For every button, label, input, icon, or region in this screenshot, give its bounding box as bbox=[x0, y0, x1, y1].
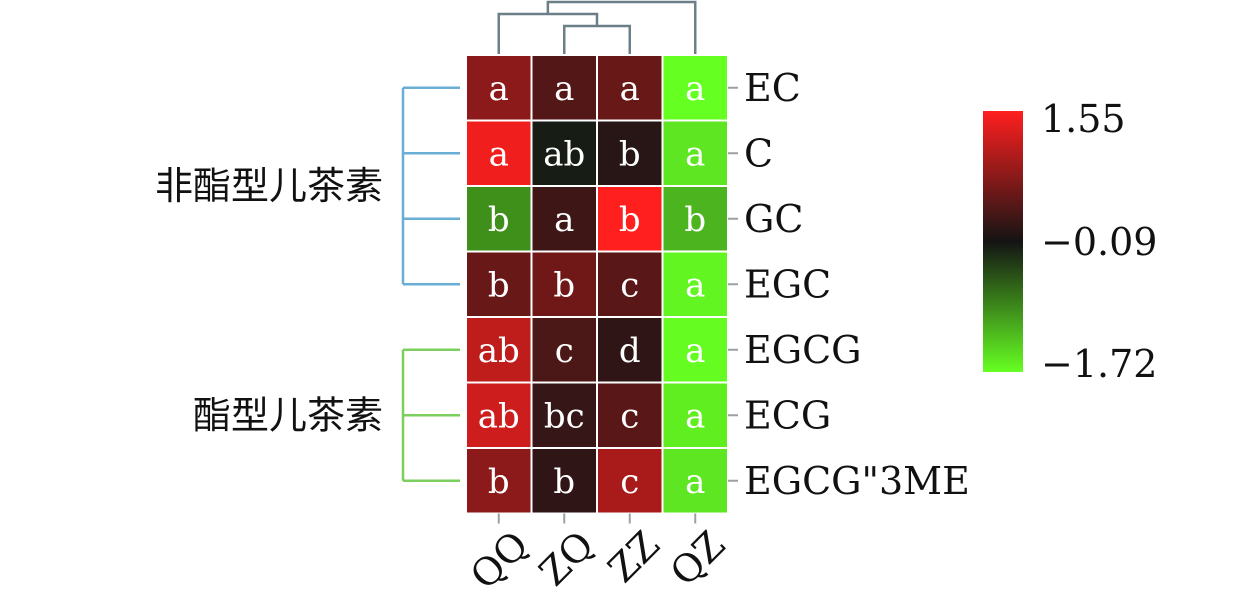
cell-significance-label: a bbox=[620, 69, 640, 109]
row-label: EGCG bbox=[744, 328, 862, 372]
cell-significance-label: c bbox=[620, 462, 639, 502]
heatmap-cell-EGCG-QQ bbox=[465, 316, 533, 384]
cell-significance-label: a bbox=[685, 265, 705, 305]
cell-significance-label: ab bbox=[478, 331, 520, 371]
cell-significance-label: a bbox=[685, 331, 705, 371]
colorbar-tick-label: 1.55 bbox=[1041, 97, 1126, 141]
row-label: EGCG"3ME bbox=[744, 459, 970, 503]
heatmap-cell-EGCG-QZ bbox=[661, 316, 729, 384]
heatmap-cell-ECG-ZQ bbox=[530, 381, 598, 449]
cell-significance-label: b bbox=[684, 200, 706, 240]
row-label: C bbox=[744, 131, 773, 175]
cell-significance-label: a bbox=[685, 396, 705, 436]
cell-significance-label: b bbox=[488, 462, 510, 502]
cell-significance-label: a bbox=[554, 69, 574, 109]
heatmap-cell-EGC-QZ bbox=[661, 250, 729, 318]
dendrogram-branch-qq-zq-zz bbox=[497, 12, 599, 55]
heatmap-cell-ECG-QQ bbox=[465, 381, 533, 449]
cell-significance-label: a bbox=[489, 134, 509, 174]
row-label: ECG bbox=[744, 393, 831, 437]
cell-significance-label: bc bbox=[544, 396, 585, 436]
heatmap-cell-GC-ZQ bbox=[530, 185, 598, 253]
cell-significance-label: d bbox=[619, 331, 641, 371]
column-label: QQ bbox=[462, 523, 537, 598]
row-labels: EC C GC EGC EGCG ECG EGCG"3ME bbox=[728, 66, 970, 503]
heatmap-cell-EGCG"3ME-ZZ bbox=[596, 447, 664, 515]
cell-significance-label: b bbox=[619, 134, 641, 174]
heatmap-cell-GC-QZ bbox=[661, 185, 729, 253]
cell-significance-label: b bbox=[488, 200, 510, 240]
cell-significance-label: a bbox=[685, 462, 705, 502]
dendrogram-branch-zq-zz bbox=[563, 24, 631, 55]
row-group-label: 非酯型儿茶素 bbox=[155, 164, 383, 208]
heatmap-cell-C-ZQ bbox=[530, 119, 598, 187]
column-label: ZZ bbox=[599, 523, 667, 591]
row-group-bracket-0 bbox=[401, 86, 460, 286]
cell-significance-label: a bbox=[489, 69, 509, 109]
heatmap-cell-EC-ZQ bbox=[530, 54, 598, 122]
column-label: ZQ bbox=[531, 523, 603, 595]
column-dendrogram bbox=[497, 0, 697, 55]
row-label: EGC bbox=[744, 262, 831, 306]
row-label: GC bbox=[744, 197, 803, 241]
cell-significance-label: a bbox=[685, 69, 705, 109]
cell-significance-label: b bbox=[619, 200, 641, 240]
colorbar-gradient bbox=[983, 111, 1023, 372]
row-group-label: 酯型儿茶素 bbox=[193, 393, 383, 437]
cell-significance-label: c bbox=[620, 396, 639, 436]
cell-significance-label: ab bbox=[478, 396, 520, 436]
colorbar-legend: 1.55 −0.09 −1.72 bbox=[983, 97, 1157, 386]
cell-significance-label: a bbox=[685, 134, 705, 174]
heatmap-cell-ECG-ZZ bbox=[596, 381, 664, 449]
column-label: QZ bbox=[662, 523, 734, 595]
cell-significance-label: b bbox=[553, 462, 575, 502]
dendrogram-branch-root bbox=[546, 0, 697, 55]
heatmap-cell-C-QZ bbox=[661, 119, 729, 187]
heatmap-cell-EC-QQ bbox=[465, 54, 533, 122]
colorbar-tick-label: −1.72 bbox=[1041, 342, 1157, 386]
colorbar-tick-label: −0.09 bbox=[1041, 220, 1157, 264]
cell-significance-label: ab bbox=[543, 134, 585, 174]
cell-significance-label: a bbox=[554, 200, 574, 240]
row-label: EC bbox=[744, 66, 801, 110]
cell-significance-label: c bbox=[555, 331, 574, 371]
cell-significance-label: b bbox=[553, 265, 575, 305]
heatmap-cell-EGCG-ZZ bbox=[596, 316, 664, 384]
cell-significance-label: b bbox=[488, 265, 510, 305]
cell-significance-label: c bbox=[620, 265, 639, 305]
row-group-bracket-1 bbox=[401, 348, 460, 482]
heatmap-cell-EGC-ZQ bbox=[530, 250, 598, 318]
